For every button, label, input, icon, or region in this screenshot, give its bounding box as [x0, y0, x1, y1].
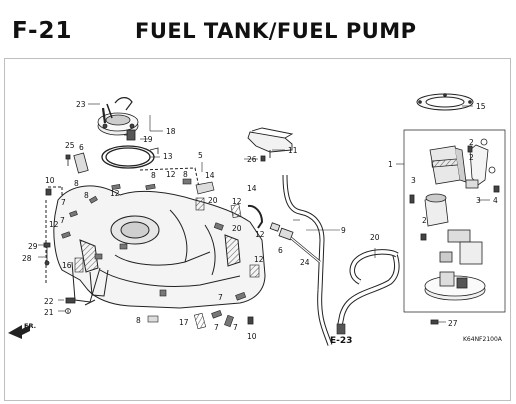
part-14-pad: [195, 181, 215, 195]
callout-23: 23: [76, 100, 86, 109]
callout-10-left: 10: [45, 176, 55, 185]
rubber-pads: [61, 178, 247, 328]
callout-19: 20: [370, 233, 380, 242]
fuel-tank-drawing: [45, 167, 266, 309]
fuel-cap-drawing: [97, 97, 139, 141]
callout-28: 28: [22, 254, 32, 263]
retaining-ring: [416, 93, 474, 111]
callout-3-right: 3: [476, 196, 481, 205]
callout-7-a: 7: [61, 198, 66, 207]
callout-22: 22: [44, 297, 54, 306]
callout-4: 4: [493, 196, 498, 205]
leader-lines: [38, 103, 490, 323]
callout-20-top: 20: [208, 196, 218, 205]
callout-1: 1: [388, 160, 393, 169]
callout-11: 11: [288, 146, 298, 155]
callout-8-a: 8: [74, 179, 79, 188]
callout-24: 24: [300, 258, 310, 267]
callout-12-c: 12: [49, 220, 59, 229]
callout-12-d: 12: [232, 197, 242, 206]
callout-26: 26: [247, 155, 257, 164]
front-direction-arrow: FR.: [8, 322, 36, 339]
callout-9: 9: [341, 226, 346, 235]
callout-7-e: 7: [233, 323, 238, 332]
fuel-hose: [336, 249, 400, 335]
callout-17: 18: [166, 127, 176, 136]
callout-25: 25: [65, 141, 75, 150]
callout-labels: 23 18 19 13 25 6 5 10 8 8 12 8 14 12 8 7…: [22, 100, 503, 346]
callout-2-low: 2: [422, 216, 427, 225]
callout-8-b: 8: [151, 171, 156, 180]
callout-27: 27: [448, 319, 458, 328]
callout-2-top: 2: [469, 138, 474, 147]
callout-10-bottom: 10: [247, 332, 257, 341]
e23-reference: E-23: [330, 336, 352, 346]
callout-8-c: 8: [183, 170, 188, 179]
callout-7-b: 7: [60, 216, 65, 225]
callout-7-c: 7: [218, 293, 223, 302]
callout-8-e: 8: [136, 316, 141, 325]
callout-6-left: 6: [79, 143, 84, 152]
callout-6-mid: 6: [278, 246, 283, 255]
drain-hoses: [269, 174, 333, 346]
callout-20-right: 20: [232, 224, 242, 233]
page-title: FUEL TANK/FUEL PUMP: [135, 19, 417, 43]
fr-label: FR.: [24, 322, 36, 330]
diagram-frame: [4, 58, 511, 401]
callout-18: 19: [143, 135, 153, 144]
callout-12-b: 12: [110, 189, 120, 198]
callout-8-d: 8: [84, 191, 89, 200]
fuel-pump-assembly: [403, 129, 506, 325]
callout-29: 29: [28, 242, 38, 251]
callout-15: 15: [476, 102, 486, 111]
callout-5: 5: [198, 151, 203, 160]
callout-7-d: 7: [214, 323, 219, 332]
ribbed-pads: [74, 197, 260, 330]
callout-16-bottom: 17: [179, 318, 189, 327]
callout-21: 21: [44, 308, 54, 317]
gasket-drawing: [101, 145, 159, 169]
callout-12-f: 12: [254, 255, 264, 264]
callout-14-right: 14: [247, 184, 257, 193]
callout-2-mid: 2: [469, 153, 474, 162]
callout-16-left: 16: [62, 261, 72, 270]
callout-12-a: 12: [166, 170, 176, 179]
callout-3-left: 3: [411, 176, 416, 185]
diagram-code: K64NF2100A: [463, 336, 503, 343]
part-14-strip: [247, 204, 264, 229]
callout-12-e: 12: [255, 230, 265, 239]
callout-14-top: 14: [205, 171, 215, 180]
section-code: F-21: [12, 18, 73, 44]
callout-13: 13: [163, 152, 173, 161]
collar-parts: [43, 152, 266, 325]
breather-tray: [247, 127, 294, 158]
